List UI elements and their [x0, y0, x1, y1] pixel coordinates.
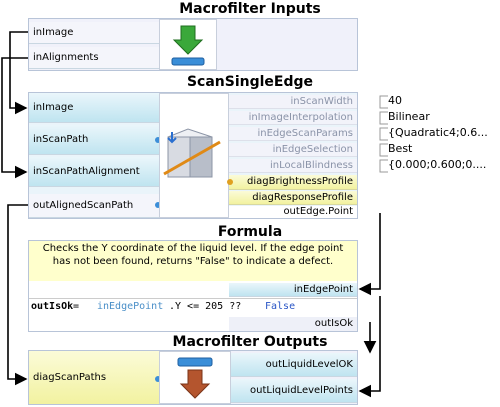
- param-inedgescanparams[interactable]: inEdgeScanParams: [229, 127, 357, 141]
- param-value-inlocalblindness[interactable]: {0.000;0.600;0....: [388, 158, 487, 171]
- wire-levelpoints: [358, 296, 381, 398]
- scan-edge-icon: [163, 128, 221, 178]
- code-equals: =: [73, 301, 80, 312]
- param-inlocalblindness[interactable]: inLocalBlindness: [229, 159, 357, 173]
- upload-arrow-icon: [177, 357, 213, 399]
- wire-diagscanpaths: [7, 204, 28, 386]
- param-brackets: [379, 95, 388, 173]
- macro-inputs-block[interactable]: inImage inAlignments: [28, 18, 358, 71]
- connector-dot: [155, 137, 161, 143]
- param-value-inedgeselection[interactable]: Best: [388, 142, 413, 155]
- code-expression: .Y <= 205 ??: [169, 301, 248, 312]
- scan-output-outedgepoint[interactable]: outEdge.Point: [229, 206, 357, 218]
- scan-filter-title: ScanSingleEdge: [186, 74, 314, 90]
- download-arrow-icon: [171, 25, 205, 66]
- wire-inalignments: [1, 57, 28, 179]
- wire-inimage: [9, 31, 28, 115]
- scan-input-inscanpath[interactable]: inScanPath: [29, 125, 159, 155]
- scan-output-outalignedscanpath[interactable]: outAlignedScanPath: [29, 194, 159, 218]
- wire-edgepoint: [358, 213, 381, 296]
- formula-input-inedgepoint[interactable]: inEdgePoint: [229, 283, 357, 297]
- macro-input-inimage[interactable]: inImage: [29, 22, 159, 44]
- formula-output-outisok[interactable]: outIsOk: [229, 317, 357, 331]
- diag-brightness-profile[interactable]: diagBrightnessProfile: [229, 175, 357, 190]
- diag-response-profile[interactable]: diagResponseProfile: [229, 191, 357, 205]
- formula-block[interactable]: Checks the Y coordinate of the liquid le…: [28, 240, 358, 332]
- code-keyword: False: [265, 301, 296, 312]
- macro-outputs-block[interactable]: diagScanPaths outLiquidLevelOK outLiquid…: [28, 350, 358, 405]
- param-inedgeselection[interactable]: inEdgeSelection: [229, 143, 357, 157]
- code-reference: inEdgePoint: [97, 301, 164, 312]
- scan-input-inimage[interactable]: inImage: [29, 93, 159, 123]
- macro-input-inalignments[interactable]: inAlignments: [29, 47, 159, 69]
- macro-output-outliquidlevelok[interactable]: outLiquidLevelOK: [231, 353, 357, 377]
- param-value-inedgescanparams[interactable]: {Quadratic4;0.6...: [388, 126, 488, 139]
- code-output-name: outIsOk: [31, 301, 74, 312]
- connector-dot: [155, 202, 161, 208]
- scan-input-inscanpathalignment[interactable]: inScanPathAlignment: [29, 157, 159, 187]
- param-value-inimageinterpolation[interactable]: Bilinear: [388, 110, 430, 123]
- param-inscanwidth[interactable]: inScanWidth: [229, 95, 357, 109]
- connector-dot: [155, 376, 161, 382]
- param-inimageinterpolation[interactable]: inImageInterpolation: [229, 111, 357, 125]
- macro-output-diagscanpaths[interactable]: diagScanPaths: [29, 351, 159, 404]
- formula-title: Formula: [217, 224, 283, 240]
- macro-outputs-icon-frame: [159, 351, 231, 404]
- macro-outputs-title: Macrofilter Outputs: [172, 334, 328, 350]
- macro-inputs-title: Macrofilter Inputs: [179, 1, 321, 17]
- formula-comment: Checks the Y coordinate of the liquid le…: [29, 241, 357, 281]
- scan-filter-icon-frame: [159, 93, 229, 218]
- param-value-inscanwidth[interactable]: 40: [388, 94, 402, 107]
- formula-code-line[interactable]: outIsOk = inEdgePoint .Y <= 205 ?? False: [29, 298, 357, 316]
- macro-output-outliquidlevelpoints[interactable]: outLiquidLevelPoints: [231, 379, 357, 403]
- macro-inputs-icon-frame: [159, 19, 217, 70]
- diag-connector-dot: [227, 179, 233, 185]
- scan-filter-block[interactable]: inImage inScanPath inScanPathAlignment o…: [28, 92, 358, 219]
